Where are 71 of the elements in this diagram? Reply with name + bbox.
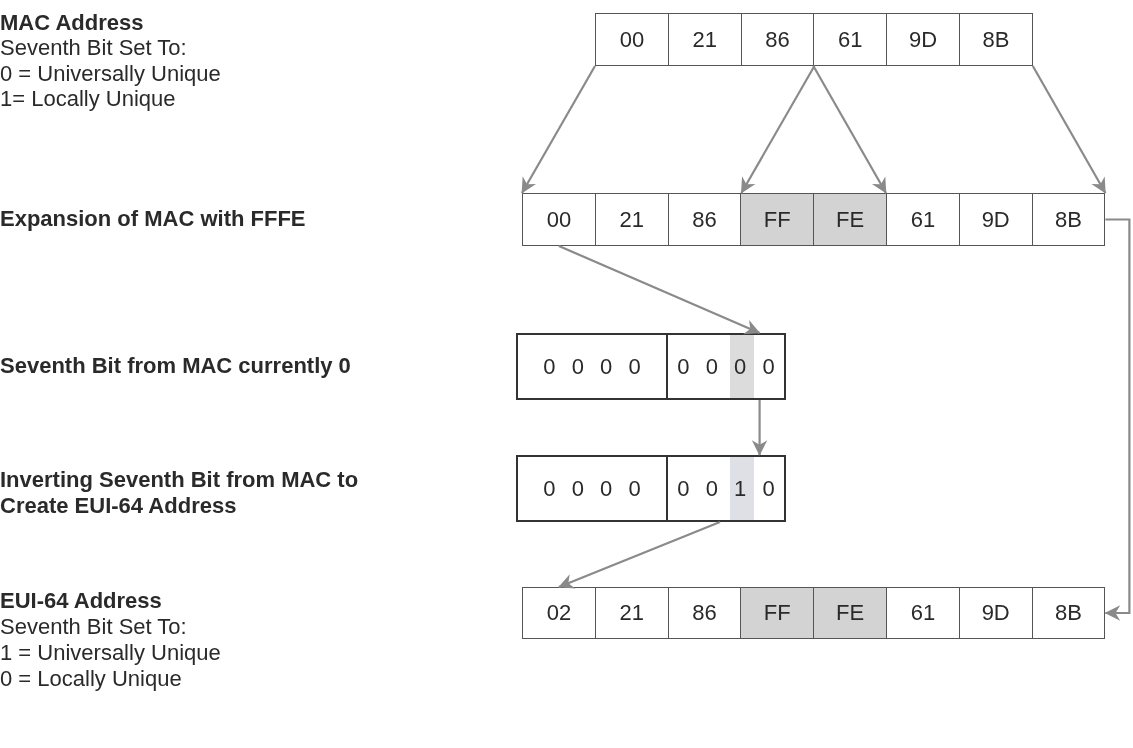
row-heading: Expansion of MAC with FFFE	[0, 206, 306, 232]
byte-value: 8B	[1055, 206, 1082, 233]
bit-values: 0 0 0 0	[543, 353, 641, 380]
byte-value: FF	[763, 206, 791, 233]
note-text: 1= Locally Unique	[0, 86, 176, 112]
bit-nibble-box	[666, 333, 786, 400]
byte-cell	[886, 587, 960, 639]
byte-cell	[595, 13, 669, 66]
bit-nibble-box	[666, 455, 786, 522]
byte-cell	[522, 587, 596, 639]
byte-value: 9D	[909, 26, 938, 53]
byte-cell	[740, 193, 815, 246]
arrow	[1104, 218, 1131, 621]
byte-value: 21	[692, 26, 717, 53]
arrow	[1031, 65, 1107, 194]
note-text: 1 = Universally Unique	[0, 640, 221, 666]
row-heading: Inverting Seventh Bit from MAC to Create EUI-64 Address	[0, 467, 360, 519]
bit-nibble-box	[516, 455, 668, 522]
byte-cell	[522, 193, 596, 246]
bit-values: 0 0 0 0	[543, 475, 641, 502]
arrow	[521, 65, 596, 194]
note-text: Seventh Bit Set To:	[0, 614, 187, 640]
byte-value: 86	[692, 600, 717, 626]
byte-value: 86	[692, 206, 717, 233]
byte-value: 86	[765, 26, 790, 53]
arrow	[751, 400, 768, 456]
byte-cell	[740, 587, 815, 639]
byte-value: 8B	[982, 26, 1010, 53]
byte-cell	[594, 587, 669, 639]
byte-value: 61	[910, 600, 936, 626]
byte-cell	[667, 13, 742, 66]
bit-values: 0 0 1 0	[677, 475, 775, 502]
byte-cell	[1031, 587, 1106, 639]
byte-value: 00	[546, 206, 572, 233]
byte-cell	[813, 13, 888, 66]
note-text: 0 = Universally Unique	[0, 61, 221, 87]
byte-value: 61	[910, 206, 936, 233]
byte-cell	[667, 193, 742, 246]
byte-cell	[740, 13, 815, 66]
arrow	[740, 65, 816, 194]
byte-cell	[958, 587, 1033, 639]
byte-value: 21	[619, 206, 644, 233]
bit-values: 0 0 0 0	[677, 353, 775, 380]
byte-value: 00	[619, 26, 645, 53]
byte-cell	[958, 193, 1033, 246]
byte-cell	[1031, 193, 1106, 246]
row-heading: EUI-64 Address	[0, 588, 162, 614]
arrow	[558, 245, 761, 335]
byte-value: 9D	[981, 600, 1010, 626]
byte-value: FE	[836, 206, 865, 233]
byte-cell	[813, 193, 887, 246]
byte-value: 61	[838, 26, 863, 53]
row-heading: Seventh Bit from MAC currently 0	[0, 353, 351, 379]
note-text: 0 = Locally Unique	[0, 666, 182, 692]
bit-nibble-box	[516, 333, 668, 400]
row-heading: MAC Address	[0, 10, 144, 36]
arrow	[558, 520, 721, 589]
byte-cell	[813, 587, 887, 639]
byte-value: FE	[836, 600, 865, 626]
byte-value: 9D	[981, 206, 1010, 233]
byte-cell	[886, 193, 960, 246]
note-text: Seventh Bit Set To:	[0, 35, 187, 61]
byte-value: 21	[619, 600, 644, 626]
byte-cell	[886, 13, 960, 66]
byte-cell	[959, 13, 1033, 66]
byte-cell	[594, 193, 669, 246]
byte-value: FF	[763, 600, 791, 626]
arrow	[812, 65, 887, 194]
byte-value: 02	[546, 600, 572, 626]
byte-cell	[667, 587, 742, 639]
byte-value: 8B	[1055, 600, 1082, 626]
